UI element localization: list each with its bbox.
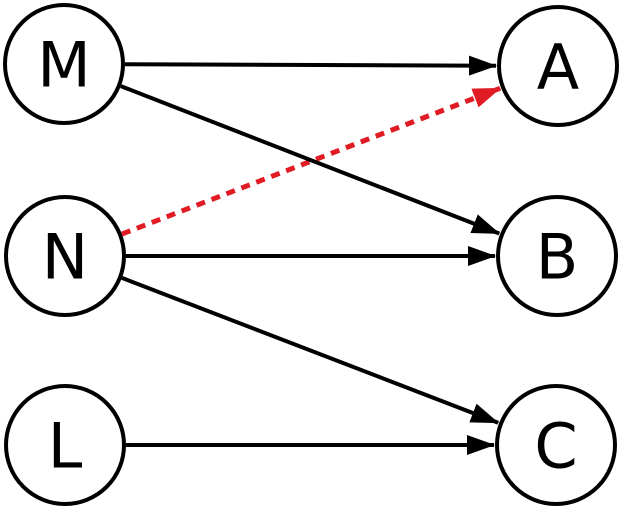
node-B-circle <box>496 195 618 317</box>
node-M: M <box>3 3 125 125</box>
node-L-circle <box>4 384 126 506</box>
edge-M-A <box>124 55 498 76</box>
node-A-circle <box>497 5 619 127</box>
edge-M-B <box>120 84 501 236</box>
node-B-label: B <box>536 220 579 293</box>
node-A-label: A <box>537 30 579 103</box>
node-L-label: L <box>48 409 83 482</box>
node-N: N <box>4 195 126 317</box>
nodes-layer: M N L A B C <box>3 3 619 506</box>
edge-N-A <box>121 85 502 237</box>
node-L: L <box>4 384 126 506</box>
edge-N-C <box>121 276 500 425</box>
node-A: A <box>497 5 619 127</box>
node-C-circle <box>495 384 617 506</box>
node-B: B <box>496 195 618 317</box>
node-M-label: M <box>37 28 91 101</box>
node-N-label: N <box>42 220 88 293</box>
edges-layer <box>120 55 502 455</box>
node-N-circle <box>4 195 126 317</box>
node-M-circle <box>3 3 125 125</box>
node-C: C <box>495 384 617 506</box>
node-C-label: C <box>534 409 577 482</box>
